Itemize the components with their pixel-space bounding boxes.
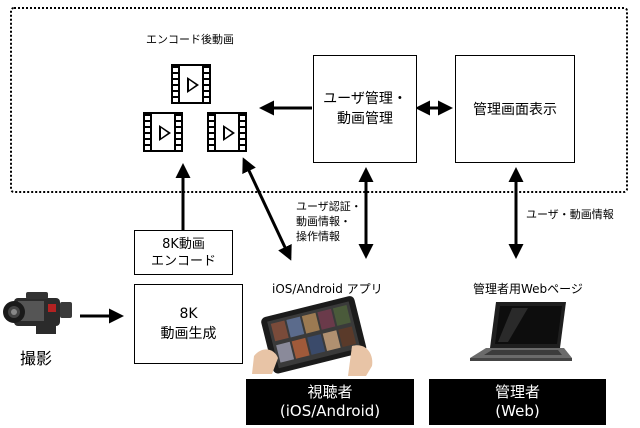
8k-generate-box: 8K 動画生成 [134,284,243,364]
video-file-icon [171,64,211,104]
generate-line1: 8K [179,306,198,322]
auth-info-label: ユーザ認証・ 動画情報・ 操作情報 [296,199,362,244]
shooting-label: 撮影 [20,349,53,368]
viewer-line1: 視聴者 [307,383,353,401]
arrow-videos-app [242,157,292,261]
admin-box: 管理者 (Web) [429,379,606,425]
auth-info-line3: 操作情報 [296,230,340,243]
encode-line2: エンコード [150,253,216,269]
viewer-line2: (iOS/Android) [279,402,381,420]
auth-info-line1: ユーザ認証・ [296,200,362,213]
admin-web-page-label: 管理者用Webページ [473,282,583,296]
admin-display-label: 管理画面表示 [473,102,557,118]
user-mgmt-line2: 動画管理 [337,111,393,127]
user-video-info-label: ユーザ・動画情報 [526,208,614,221]
8k-encode-box: 8K動画 エンコード [134,230,233,275]
auth-info-line2: 動画情報・ [296,215,351,228]
viewer-box: 視聴者 (iOS/Android) [246,379,414,425]
user-mgmt-line1: ユーザ管理・ [323,91,407,107]
generate-line2: 動画生成 [160,326,217,342]
user-video-management-box: ユーザ管理・ 動画管理 [313,55,417,163]
admin-line2: (Web) [495,402,540,420]
tablet-icon [252,296,373,376]
encoded-videos-label: エンコード後動画 [146,33,234,46]
laptop-icon [470,302,572,361]
video-camera-icon [3,292,72,334]
video-file-icon [207,112,247,152]
encode-line1: 8K動画 [162,236,205,252]
admin-line1: 管理者 [494,383,540,401]
system-boundary [10,7,628,193]
ios-android-app-label: iOS/Android アプリ [272,282,383,296]
admin-display-box: 管理画面表示 [455,55,575,163]
video-file-icon [143,112,183,152]
